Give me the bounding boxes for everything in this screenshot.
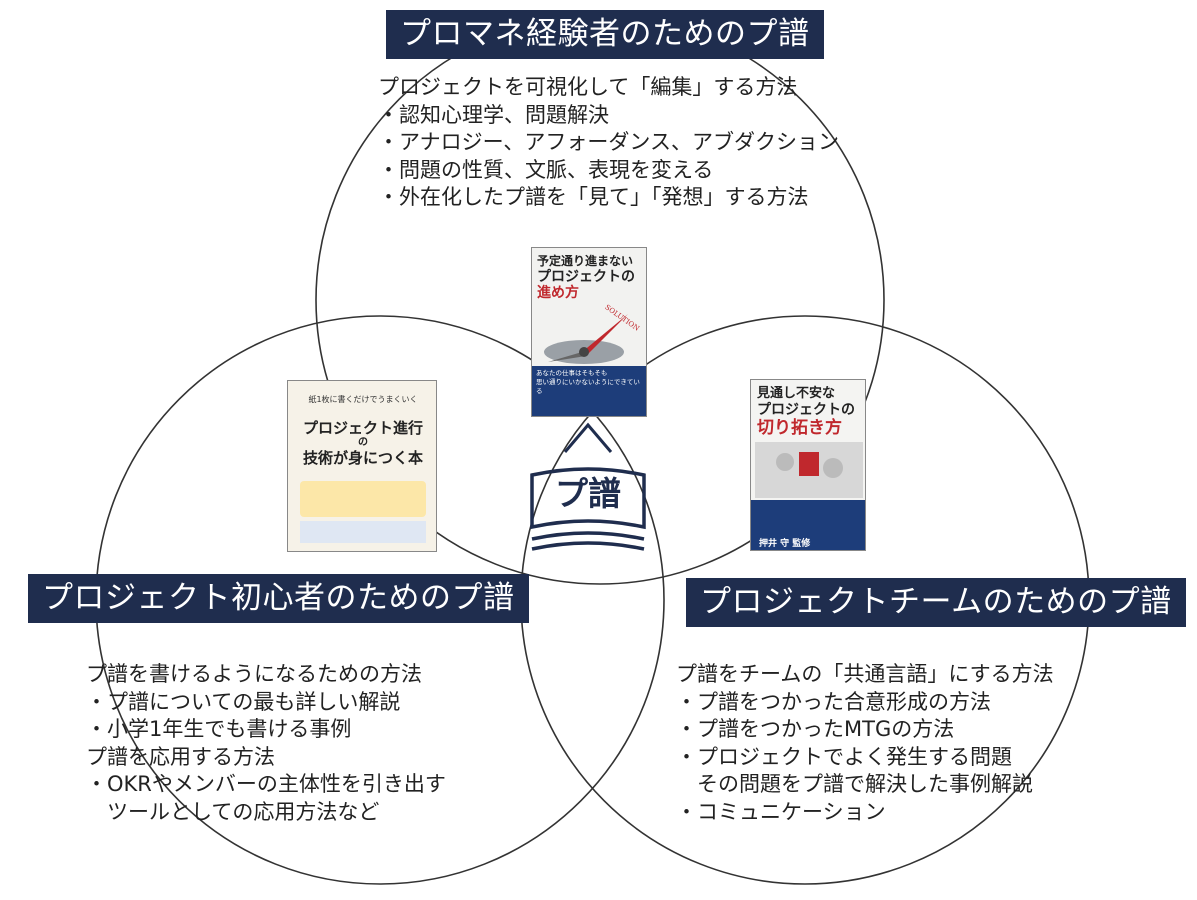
text-left-group: プ譜を書けるようになるための方法 ・プ譜についての最も詳しい解説 ・小学1年生で… bbox=[86, 661, 446, 826]
left-line: ・小学1年生でも書ける事例 bbox=[86, 717, 352, 741]
book-top-title-line: 予定通り進まない bbox=[537, 254, 634, 268]
right-line: ・プ譜をつかったMTGの方法 bbox=[676, 717, 955, 741]
book-left-title-line: の bbox=[358, 437, 368, 448]
top-line: ・認知心理学、問題解決 bbox=[378, 102, 609, 127]
book-left-illustration bbox=[300, 481, 426, 517]
book-right-title-line: 切り拓き方 bbox=[757, 418, 842, 438]
book-cover-top: 予定通り進まない プロジェクトの 進め方 SOLUTION あなたの仕事はそもそ… bbox=[531, 247, 647, 417]
book-cover-left: 紙1枚に書くだけでうまくいく プロジェクト進行 の 技術が身につく本 bbox=[287, 380, 437, 552]
left-line: ・OKRやメンバーの主体性を引き出す bbox=[86, 772, 446, 796]
pufu-logo-text: プ譜 bbox=[555, 474, 621, 513]
book-top-title-line: 進め方 bbox=[537, 285, 579, 301]
label-left-group: プロジェクト初心者のためのプ譜 bbox=[28, 574, 529, 623]
book-right-author: 押井 守 監修 bbox=[759, 539, 811, 549]
top-line: ・外在化したプ譜を「見て」「発想」する方法 bbox=[378, 185, 809, 209]
left-line: プ譜を応用する方法 bbox=[86, 744, 275, 769]
label-right-group: プロジェクトチームのためのプ譜 bbox=[686, 578, 1186, 627]
right-line: ・コミュニケーション bbox=[676, 799, 886, 824]
book-left-title-line: プロジェクト進行 bbox=[302, 419, 423, 437]
left-line: ・プ譜についての最も詳しい解説 bbox=[86, 689, 401, 714]
right-line: プ譜をチームの「共通言語」にする方法 bbox=[676, 662, 1054, 686]
book-right-band bbox=[751, 500, 865, 550]
book-top-band-line: 思い通りにいかないようにできている bbox=[536, 378, 640, 395]
compass-illustration bbox=[544, 314, 628, 364]
label-top-group: プロマネ経験者のためのプ譜 bbox=[386, 10, 824, 59]
book-top-title-line: プロジェクトの bbox=[537, 269, 635, 285]
book-left-top-line: 紙1枚に書くだけでうまくいく bbox=[308, 395, 418, 404]
left-line: ツールとしての応用方法など bbox=[86, 799, 380, 824]
book-right-title-line: プロジェクトの bbox=[757, 402, 855, 418]
book-left-illustration bbox=[300, 521, 426, 543]
right-line: ・プロジェクトでよく発生する問題 bbox=[676, 744, 1012, 769]
text-top-group: プロジェクトを可視化して「編集」する方法 ・認知心理学、問題解決 ・アナロジー、… bbox=[378, 74, 839, 212]
top-line: ・問題の性質、文脈、表現を変える bbox=[378, 157, 714, 182]
top-line: ・アナロジー、アフォーダンス、アブダクション bbox=[378, 130, 839, 154]
pufu-logo-icon bbox=[530, 422, 646, 551]
text-right-group: プ譜をチームの「共通言語」にする方法 ・プ譜をつかった合意形成の方法 ・プ譜をつ… bbox=[676, 661, 1054, 826]
left-line: プ譜を書けるようになるための方法 bbox=[86, 662, 422, 686]
book-cover-right: 見通し不安な プロジェクトの 切り拓き方 押井 守 監修 bbox=[750, 379, 866, 551]
right-line: その問題をプ譜で解決した事例解説 bbox=[676, 772, 1033, 796]
book-left-title-line: 技術が身につく本 bbox=[302, 449, 423, 467]
book-right-title-line: 見通し不安な bbox=[757, 386, 836, 401]
puzzle-illustration bbox=[755, 442, 863, 498]
right-line: ・プ譜をつかった合意形成の方法 bbox=[676, 689, 991, 714]
book-top-band-line: あなたの仕事はそもそも bbox=[536, 369, 608, 377]
book-top-band: あなたの仕事はそもそも 思い通りにいかないようにできている bbox=[532, 366, 646, 416]
top-line: プロジェクトを可視化して「編集」する方法 bbox=[378, 75, 798, 99]
